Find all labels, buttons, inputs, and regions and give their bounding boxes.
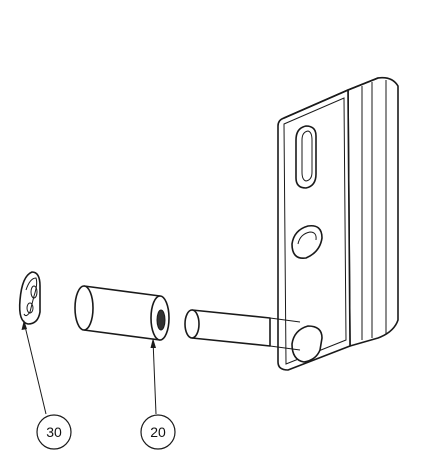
hinge-pin <box>184 309 301 351</box>
callout-30: 30 <box>36 414 72 450</box>
leader-line-20 <box>150 338 157 415</box>
leader-line-30 <box>21 320 47 415</box>
callout-label-30: 30 <box>46 424 62 440</box>
end-cap-part-30 <box>18 271 41 325</box>
callout-label-20: 20 <box>150 424 166 440</box>
callout-20: 20 <box>140 414 176 450</box>
hinge-bracket-plate <box>277 76 399 371</box>
bushing-part-20 <box>74 285 170 341</box>
